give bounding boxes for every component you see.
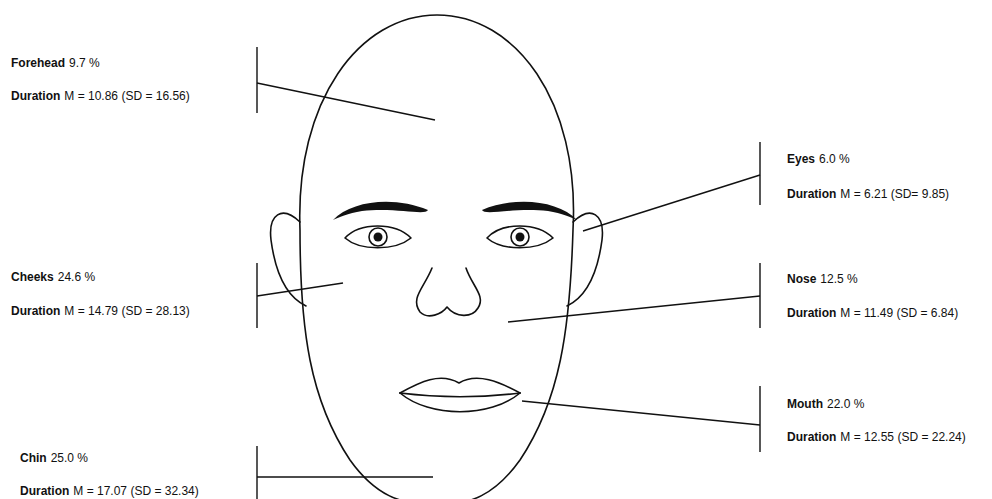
percentage: 9.7 % [69,56,100,70]
right-eye [487,226,553,248]
leader-line [257,283,343,296]
left-eyebrow [333,202,428,220]
right-pupil [516,233,525,242]
leader-line [257,476,433,477]
duration-stat: M = 6.21 (SD= 9.85) [840,187,949,201]
bracket-bar [256,47,257,113]
duration-label: Duration [787,187,836,201]
left-ear [271,213,306,306]
region-name: Eyes [787,152,815,166]
mouth-lower [400,393,520,412]
region-name: Mouth [787,397,823,411]
right-iris [511,228,529,246]
percentage: 24.6 % [58,270,95,284]
mouth-upper [400,378,520,393]
duration-stat: M = 11.49 (SD = 6.84) [840,306,958,320]
left-iris [369,228,387,246]
duration-label: Duration [787,430,836,444]
percentage: 22.0 % [827,397,864,411]
left-eye [345,226,411,248]
duration-label: Duration [787,306,836,320]
region-name: Chin [20,451,47,465]
percentage: 12.5 % [820,272,857,286]
left-pupil [374,233,383,242]
duration-stat: M = 14.79 (SD = 28.13) [64,304,189,318]
bracket-bar [256,446,257,499]
nose [417,268,481,316]
leader-line [583,175,760,231]
duration-label: Duration [11,304,60,318]
leader-line [522,401,760,425]
duration-label: Duration [11,89,60,103]
leader-line [508,296,760,322]
percentage: 6.0 % [819,152,850,166]
duration-stat: M = 10.86 (SD = 16.56) [64,89,189,103]
duration-stat: M = 12.55 (SD = 22.24) [840,430,965,444]
duration-stat: M = 17.07 (SD = 32.34) [73,484,198,498]
bracket-bar [759,386,760,452]
percentage: 25.0 % [51,451,88,465]
duration-label: Duration [20,484,69,498]
head-outline [300,15,574,499]
bracket-bar [759,142,760,205]
right-eyebrow [482,202,577,220]
region-name: Forehead [11,56,65,70]
leader-line [257,83,435,120]
mouth-line [400,393,520,397]
region-name: Nose [787,272,816,286]
region-name: Cheeks [11,270,54,284]
